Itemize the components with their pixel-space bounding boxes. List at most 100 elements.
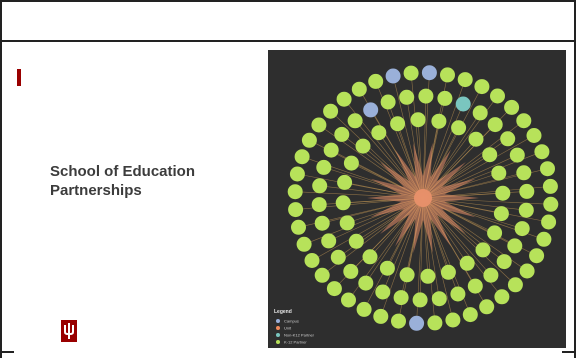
partner-node <box>323 142 339 158</box>
slide-title: School of Education Partnerships <box>50 163 195 199</box>
partner-node <box>457 72 473 88</box>
partner-node <box>475 242 491 258</box>
partner-node <box>339 215 355 231</box>
partner-node <box>472 105 488 121</box>
partner-node <box>514 221 530 237</box>
partner-node <box>482 147 498 163</box>
partner-node <box>519 183 535 199</box>
partner-node <box>326 281 342 297</box>
partner-node <box>355 138 371 154</box>
partner-node <box>336 91 352 107</box>
partner-node <box>373 308 389 324</box>
partner-node <box>431 291 447 307</box>
partner-node <box>291 219 306 235</box>
legend-label-campus: Campus <box>284 319 299 324</box>
partner-node <box>540 161 555 177</box>
partner-node <box>491 165 507 181</box>
partner-node <box>337 174 353 190</box>
partner-node <box>294 149 310 165</box>
partner-node <box>321 233 337 249</box>
partner-node <box>487 225 503 241</box>
partner-node <box>490 88 505 104</box>
partner-node <box>399 267 415 283</box>
legend-swatch-campus <box>276 319 280 323</box>
legend-label-unit: Unit <box>284 326 292 331</box>
slide-right-border <box>574 0 576 358</box>
partner-node <box>541 214 557 230</box>
partner-node <box>437 90 453 106</box>
header-divider <box>0 40 576 42</box>
partner-node <box>529 248 545 264</box>
partner-node <box>455 96 471 112</box>
legend-swatch-unit <box>276 326 280 330</box>
partner-node <box>314 267 330 283</box>
slide-top-border <box>0 0 576 2</box>
partner-node <box>289 166 305 182</box>
partner-node <box>543 196 559 212</box>
partner-node <box>534 144 550 160</box>
partner-node <box>409 315 425 331</box>
partner-node <box>467 278 483 294</box>
partner-node <box>440 67 455 83</box>
partner-node <box>314 215 330 231</box>
partner-node <box>363 102 379 118</box>
legend-label-non-k12: Non-K12 Partner <box>284 333 315 338</box>
partner-node <box>351 81 367 97</box>
partner-node <box>330 249 346 265</box>
partner-node <box>375 284 391 300</box>
partner-node <box>358 275 374 291</box>
partner-node <box>516 165 532 181</box>
partner-node <box>288 202 304 218</box>
network-hub <box>367 142 479 254</box>
partner-node <box>493 206 509 222</box>
partner-node <box>496 254 512 270</box>
slide-header <box>2 2 574 41</box>
partner-node <box>421 65 437 81</box>
partner-node <box>403 65 419 81</box>
partner-node <box>427 315 443 331</box>
partner-node <box>323 103 339 119</box>
partner-node <box>507 238 523 254</box>
legend-swatch-k12 <box>276 340 280 344</box>
partner-node <box>483 267 499 283</box>
partner-node <box>362 249 378 265</box>
partner-node <box>418 88 434 104</box>
partner-node <box>296 236 312 252</box>
partner-node <box>519 263 535 279</box>
partner-node <box>474 79 490 95</box>
partner-node <box>495 185 511 201</box>
partner-node <box>399 89 415 105</box>
partner-node <box>368 73 384 89</box>
partner-node <box>380 94 396 110</box>
footer-left-mark <box>0 351 14 353</box>
partner-node <box>420 268 436 284</box>
partner-node <box>311 117 327 133</box>
partner-node <box>334 126 350 142</box>
university-trident-logo-icon <box>61 320 77 342</box>
partner-node <box>316 159 332 175</box>
partner-node <box>343 155 359 171</box>
partner-node <box>494 289 510 305</box>
partner-node <box>343 263 359 279</box>
partner-node <box>348 233 364 249</box>
partner-node <box>516 113 532 129</box>
legend-swatch-non-k12 <box>276 333 280 337</box>
partner-node <box>304 253 320 268</box>
legend-title: Legend <box>274 309 292 315</box>
partner-node <box>500 131 516 147</box>
partner-node <box>431 113 447 129</box>
partner-node <box>390 116 406 132</box>
graph-legend: Legend Campus Unit Non-K12 Partner K-12 … <box>274 309 315 345</box>
partner-node <box>507 277 523 293</box>
partner-node <box>504 99 520 115</box>
network-graph: Legend Campus Unit Non-K12 Partner K-12 … <box>274 65 559 345</box>
partner-node <box>301 132 317 148</box>
partner-node <box>462 307 478 323</box>
legend-label-k12: K-12 Partner <box>284 340 307 345</box>
partner-node <box>445 312 461 328</box>
partner-node <box>509 147 525 163</box>
partner-node <box>412 292 428 308</box>
partner-node <box>371 125 387 141</box>
partner-node <box>347 113 363 129</box>
partner-node <box>479 299 495 315</box>
